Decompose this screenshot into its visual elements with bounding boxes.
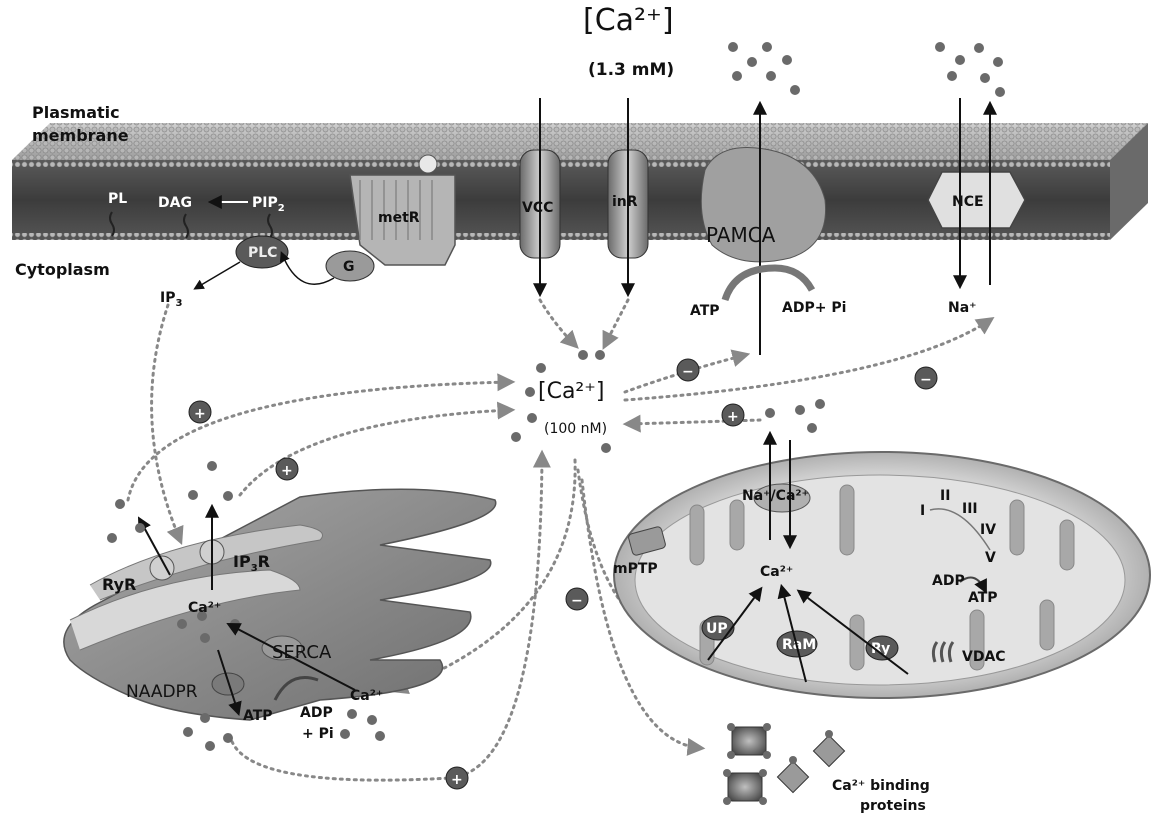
cytosolic-ca-concentration: (100 nM)	[544, 421, 607, 437]
plus-sign-naadpr: +	[446, 767, 468, 789]
complex-ii-label: II	[940, 488, 950, 504]
metr-ligand-icon	[419, 155, 437, 173]
mito-adp-label: ADP	[932, 573, 965, 589]
minus-sign-center: −	[566, 588, 588, 610]
binding-protein-box-1-icon	[732, 727, 766, 755]
plc-label: PLC	[248, 245, 277, 261]
mptp-label: mPTP	[613, 561, 658, 577]
vcc-label: VCC	[522, 200, 553, 216]
naadpr-atp-label: ATP	[243, 708, 273, 724]
mito-atp-label: ATP	[968, 590, 998, 606]
serca-adp-label: ADP	[300, 705, 333, 721]
membrane-label: membrane	[32, 126, 129, 145]
binding-proteins-label-line1: Ca²⁺ binding	[832, 778, 930, 794]
plus-sign-mito: +	[722, 404, 744, 426]
mito-ca-label: Ca²⁺	[760, 564, 793, 580]
plc-to-ip3-arrow	[196, 262, 240, 288]
ram-label: RaM	[782, 637, 816, 653]
complex-i-label: I	[920, 503, 925, 519]
binding-protein-diamond-1-icon	[777, 761, 808, 792]
naadpr-label: NAADPR	[126, 682, 198, 702]
na-label: Na⁺	[948, 300, 977, 316]
er-ca-label: Ca²⁺	[188, 600, 221, 616]
extracellular-ca-concentration: (1.3 mM)	[588, 60, 674, 80]
plus-sign-ip3r: +	[276, 458, 298, 480]
extracellular-ca-ions-pamca	[728, 42, 800, 95]
svg-text:−: −	[682, 364, 694, 380]
dag-label: DAG	[158, 195, 192, 211]
ca-to-nce-dotted-arrow	[625, 320, 990, 400]
pamca-label: PAMCA	[706, 223, 776, 247]
serca-pi-label: + Pi	[302, 726, 334, 742]
minus-sign-nce: −	[915, 367, 937, 389]
binding-proteins-label-line2: proteins	[860, 798, 926, 814]
complex-v-label: V	[985, 550, 996, 566]
ca-binding-proteins: Ca²⁺ binding proteins	[723, 723, 930, 814]
membrane-headgroups-top	[12, 123, 1148, 160]
binding-protein-diamond-2-icon	[813, 735, 844, 766]
g-label: G	[343, 259, 355, 275]
plus-sign-ryr: +	[189, 401, 211, 423]
mitochondrion	[614, 452, 1150, 698]
svg-text:−: −	[571, 593, 583, 609]
svg-text:+: +	[727, 409, 739, 425]
inr-label: inR	[612, 194, 638, 210]
mito-nca-label: Na⁺/Ca²⁺	[742, 488, 809, 504]
svg-text:+: +	[281, 463, 293, 479]
metr-label: metR	[378, 210, 420, 226]
membrane-headgroups-upper	[12, 160, 1110, 167]
inr-to-ca-dotted-arrow	[605, 300, 628, 345]
membrane-headgroups-lower	[12, 233, 1110, 240]
ryr-label: RyR	[102, 575, 136, 594]
pamca-adp-label: ADP+ Pi	[782, 300, 846, 316]
plasmatic-label: Plasmatic	[32, 103, 120, 122]
ryr-to-ca-dotted-arrow	[128, 382, 510, 500]
extracellular-ca-ions-nce	[935, 42, 1005, 97]
serca-ca-ions	[340, 709, 385, 741]
pl-label: PL	[108, 191, 127, 207]
pamca-atp-label: ATP	[690, 303, 720, 319]
complex-iii-label: III	[962, 501, 978, 517]
minus-sign-pamca: −	[677, 359, 699, 381]
mito-released-ca-ions	[765, 399, 825, 433]
svg-text:−: −	[920, 372, 932, 388]
up-label: UP	[706, 621, 728, 637]
svg-text:+: +	[194, 406, 206, 422]
cytosolic-ca-label: [Ca²⁺]	[538, 379, 604, 404]
pamca-atp-hydrolysis-arrow	[725, 268, 812, 300]
ip3-to-ip3r-dotted-arrow	[152, 305, 180, 540]
vdac-label: VDAC	[962, 649, 1006, 665]
ip3-label: IP3	[160, 290, 182, 309]
nce-label: NCE	[952, 194, 984, 210]
naadpr-ca-ions	[183, 713, 233, 751]
serca-ca-label: Ca²⁺	[350, 688, 383, 704]
ip3r-to-ca-dotted-arrow	[240, 410, 510, 495]
binding-protein-box-2-icon	[728, 773, 762, 801]
cytoplasm-label: Cytoplasm	[15, 260, 110, 279]
complex-iv-label: IV	[980, 522, 996, 538]
extracellular-ca-label: [Ca²⁺]	[583, 3, 674, 38]
svg-text:+: +	[451, 772, 463, 788]
vcc-to-ca-dotted-arrow	[540, 300, 575, 345]
